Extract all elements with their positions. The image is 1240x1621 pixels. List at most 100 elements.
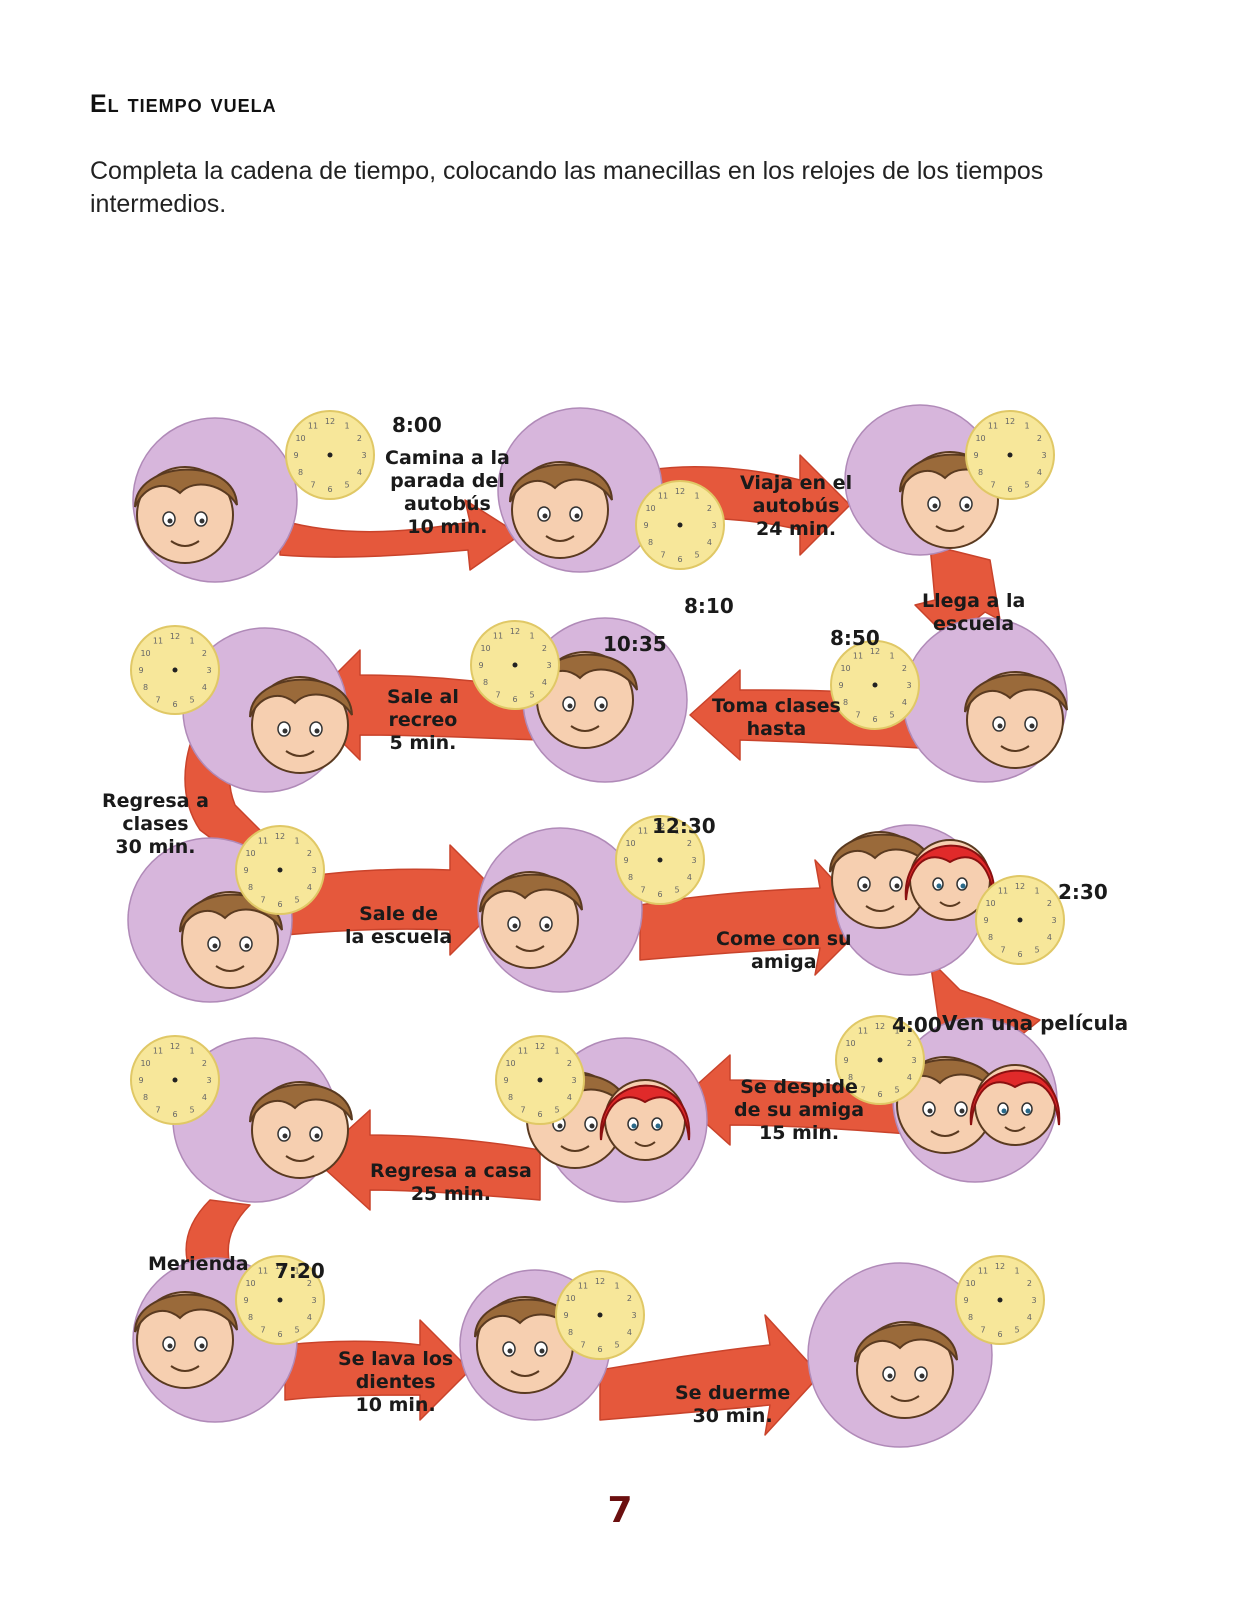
clock-number: 5 xyxy=(189,695,194,704)
clock-number: 2 xyxy=(307,1279,312,1288)
clock-number: 6 xyxy=(512,695,517,704)
clock-number: 8 xyxy=(568,1328,573,1337)
clock-number: 1 xyxy=(294,837,299,846)
clock-number: 6 xyxy=(657,890,662,899)
clock-number: 8 xyxy=(143,683,148,692)
clock-center xyxy=(1017,917,1023,923)
clock-number: 6 xyxy=(172,1110,177,1119)
clock-number: 8 xyxy=(248,883,253,892)
clock-number: 1 xyxy=(889,652,894,661)
clock-number: 6 xyxy=(677,555,682,564)
clock-number: 7 xyxy=(260,895,265,904)
clock-number: 9 xyxy=(293,451,298,460)
clock-number: 1 xyxy=(344,422,349,431)
clock-number: 2 xyxy=(707,504,712,513)
clock-number: 12 xyxy=(510,627,520,636)
clock-center xyxy=(537,1077,543,1083)
clock-number: 11 xyxy=(638,827,648,836)
clock-number: 10 xyxy=(295,434,305,443)
page-title: El tiempo vuela xyxy=(90,90,277,118)
clock-number: 7 xyxy=(860,1085,865,1094)
clock-number: 7 xyxy=(310,480,315,489)
clock-number: 11 xyxy=(258,1267,268,1276)
clock-number: 12 xyxy=(675,487,685,496)
clock-number: 4 xyxy=(357,468,362,477)
clock-number: 4 xyxy=(907,1073,912,1082)
clock-number: 11 xyxy=(308,422,318,431)
clock-center xyxy=(327,452,333,458)
clock-number: 11 xyxy=(258,837,268,846)
clock-number: 6 xyxy=(1017,950,1022,959)
clock-number: 4 xyxy=(1047,933,1052,942)
clock-number: 8 xyxy=(843,698,848,707)
clock-number: 9 xyxy=(243,866,248,875)
clock-number: 10 xyxy=(975,434,985,443)
clock-number: 11 xyxy=(518,1047,528,1056)
clock-number: 9 xyxy=(623,856,628,865)
clock-number: 4 xyxy=(567,1093,572,1102)
clock-number: 1 xyxy=(614,1282,619,1291)
clock-number: 3 xyxy=(206,666,211,675)
clock-number: 10 xyxy=(140,649,150,658)
clock-number: 4 xyxy=(707,538,712,547)
clock-number: 12 xyxy=(655,822,665,831)
clock-number: 9 xyxy=(138,666,143,675)
clock-number: 3 xyxy=(571,1076,576,1085)
clock-number: 12 xyxy=(170,632,180,641)
clock-number: 7 xyxy=(990,480,995,489)
clock-number: 8 xyxy=(143,1093,148,1102)
clock-number: 8 xyxy=(988,933,993,942)
clock-number: 3 xyxy=(691,856,696,865)
clock-number: 6 xyxy=(877,1090,882,1099)
clock-number: 1 xyxy=(189,637,194,646)
clock-number: 4 xyxy=(687,873,692,882)
time-label: 8:50 xyxy=(830,626,880,650)
clock-number: 3 xyxy=(1031,1296,1036,1305)
clock-number: 8 xyxy=(968,1313,973,1322)
clock-number: 2 xyxy=(1047,899,1052,908)
clock-center xyxy=(172,667,178,673)
clock-number: 9 xyxy=(983,916,988,925)
clock-number: 4 xyxy=(627,1328,632,1337)
clock-number: 8 xyxy=(628,873,633,882)
clock-number: 2 xyxy=(627,1294,632,1303)
clock-center xyxy=(657,857,663,863)
clock-number: 1 xyxy=(694,492,699,501)
clock-number: 2 xyxy=(202,649,207,658)
clock-number: 1 xyxy=(1014,1267,1019,1276)
clock-number: 9 xyxy=(563,1311,568,1320)
clock-number: 3 xyxy=(546,661,551,670)
clock-center xyxy=(172,1077,178,1083)
clock-number: 11 xyxy=(153,1047,163,1056)
clock-number: 6 xyxy=(1007,485,1012,494)
clock-number: 12 xyxy=(595,1277,605,1286)
chain-arrow xyxy=(314,1109,541,1211)
clock-number: 11 xyxy=(998,887,1008,896)
time-label: 10:35 xyxy=(603,632,667,656)
clock-number: 12 xyxy=(275,1262,285,1271)
clock-number: 1 xyxy=(189,1047,194,1056)
clock-number: 8 xyxy=(848,1073,853,1082)
time-label: 7:20 xyxy=(275,1259,325,1283)
clock-number: 1 xyxy=(294,1267,299,1276)
clock-number: 5 xyxy=(294,1325,299,1334)
clock-number: 9 xyxy=(963,1296,968,1305)
clock-number: 11 xyxy=(858,1027,868,1036)
clock-number: 2 xyxy=(567,1059,572,1068)
clock-number: 9 xyxy=(643,521,648,530)
clock-center xyxy=(677,522,683,528)
clock-number: 6 xyxy=(277,900,282,909)
clock-center xyxy=(877,1057,883,1063)
chain-arrow xyxy=(599,1314,821,1436)
clock-number: 10 xyxy=(985,899,995,908)
